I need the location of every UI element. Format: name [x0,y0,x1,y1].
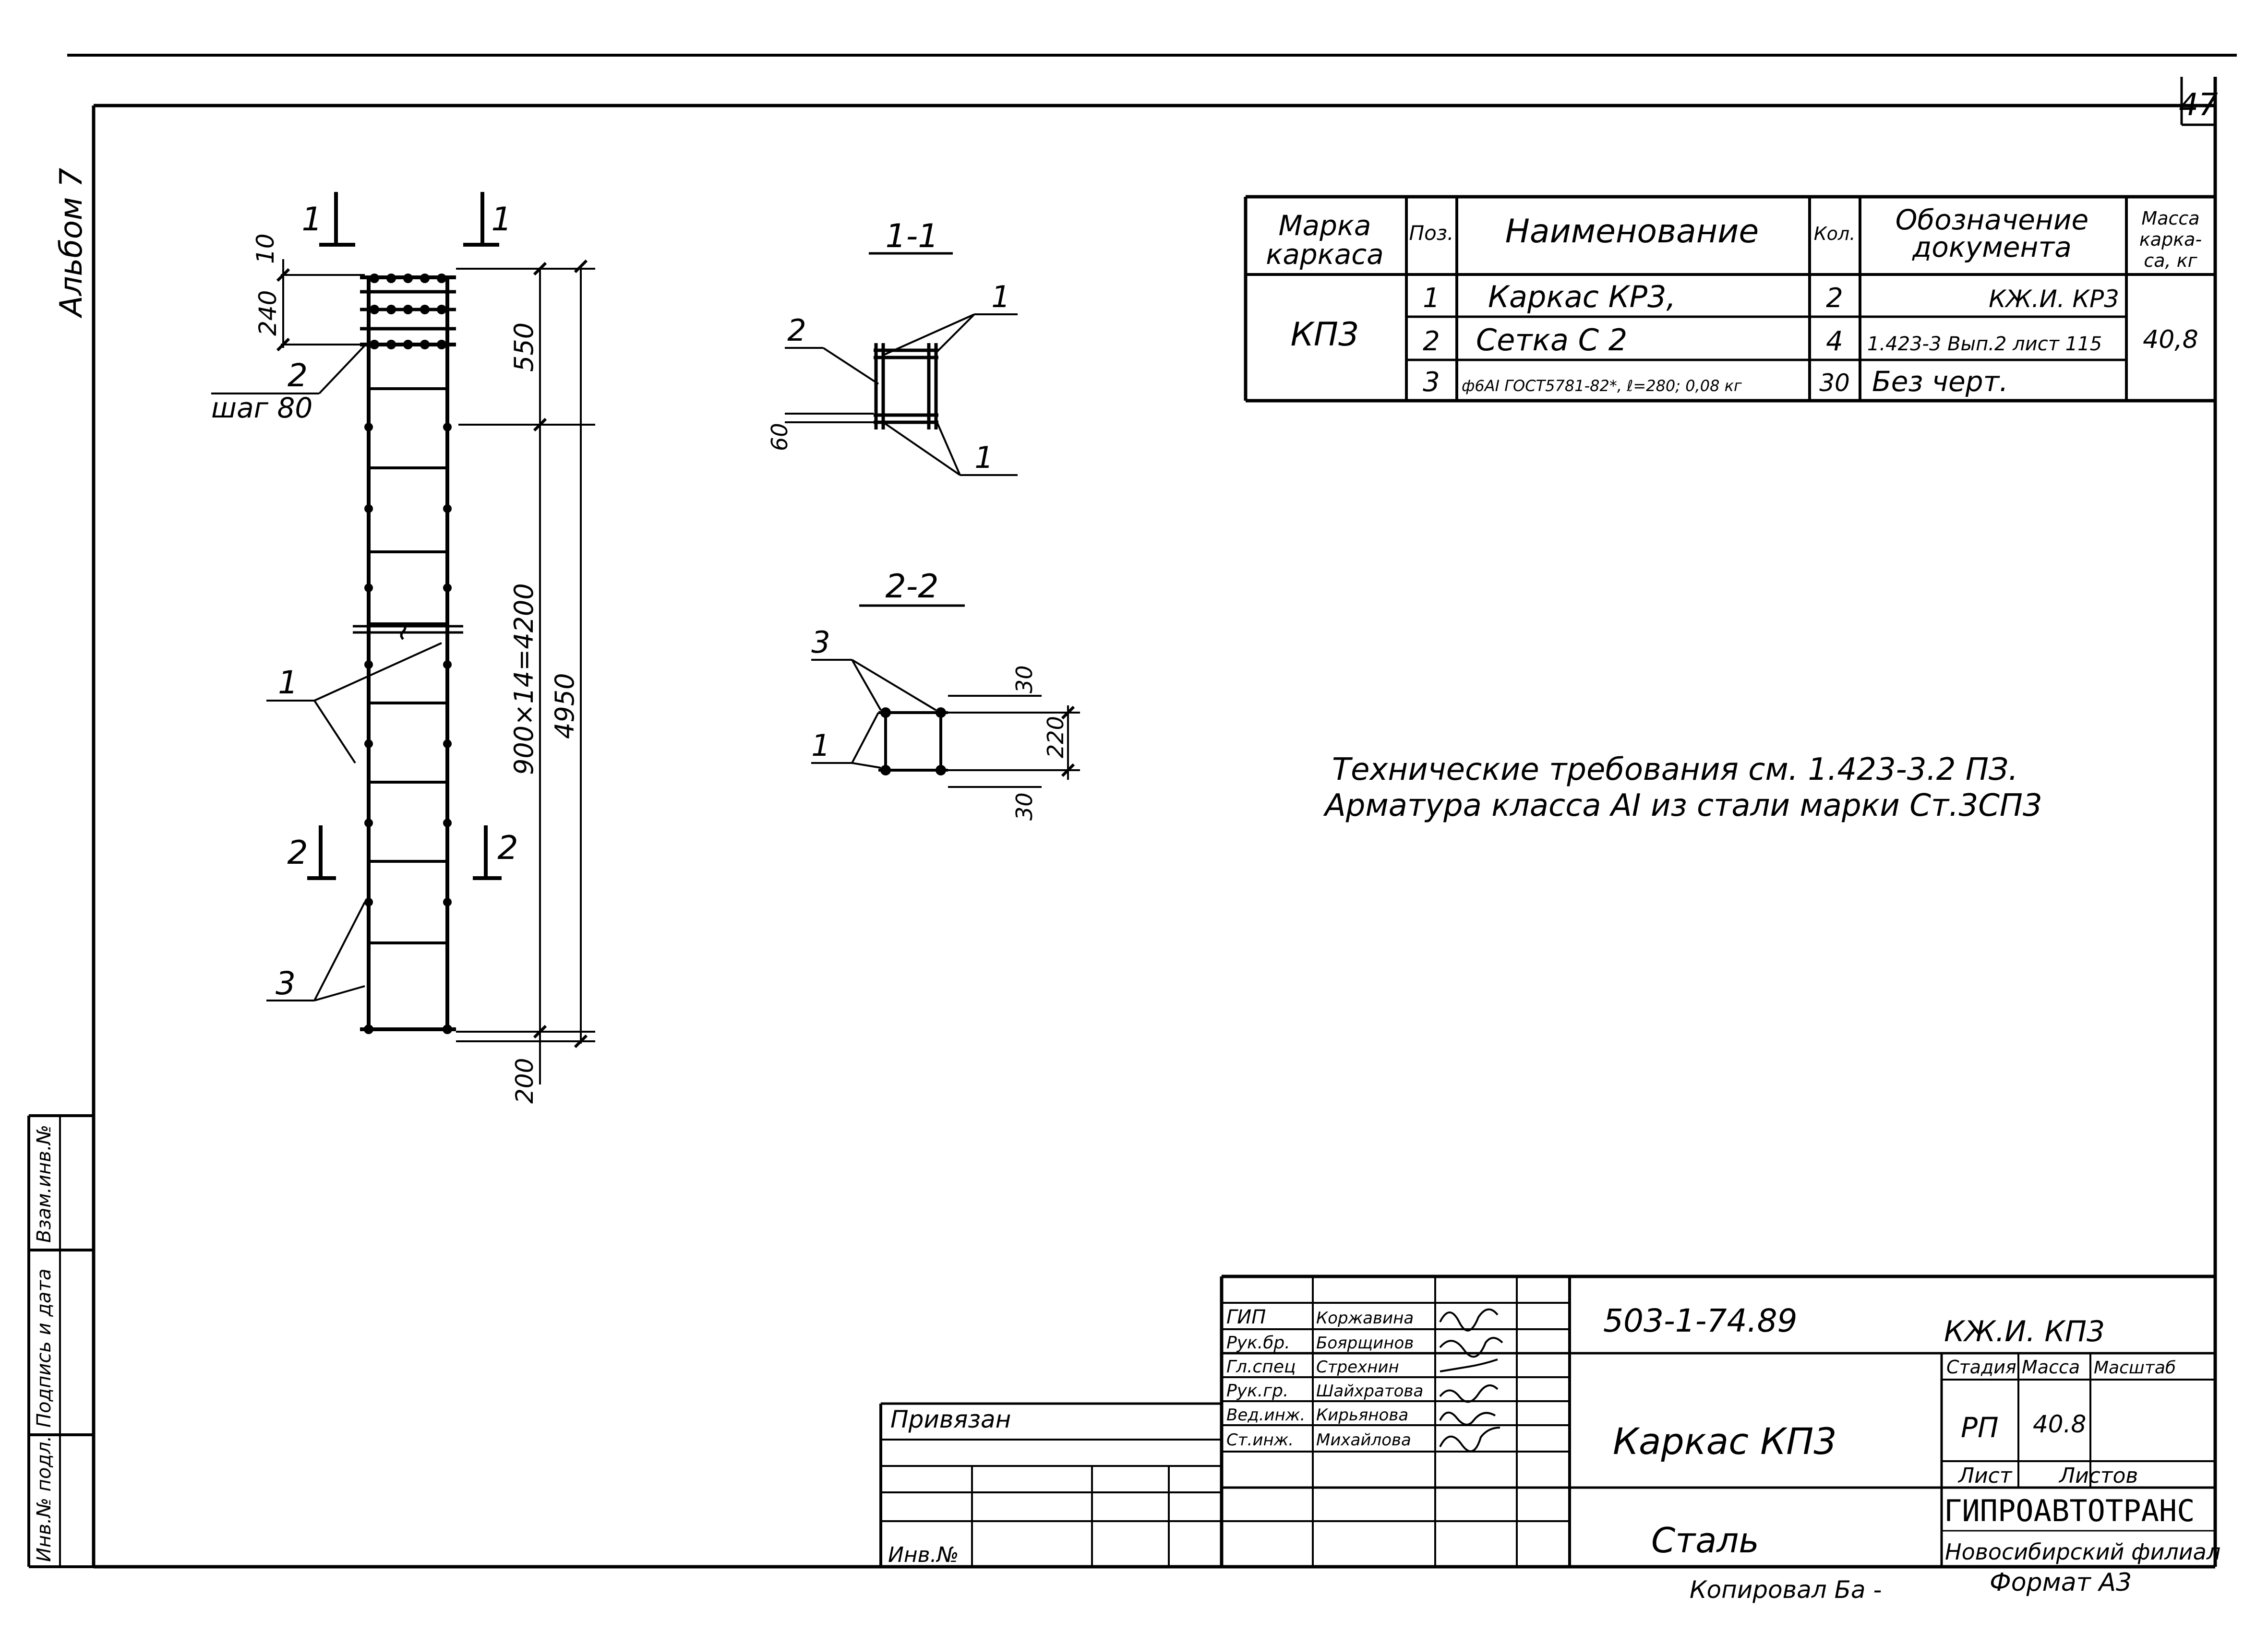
stage-label: Стадия [1946,1357,2016,1378]
row3-name: ф6АI ГОСТ5781-82*, ℓ=280; 0,08 кг [1462,377,1742,395]
dim-10: 10 [252,233,279,264]
section-1-1-label-1b: 1 [974,440,993,475]
section-2-2-dim-30b: 30 [1011,792,1037,821]
material: Сталь [1651,1520,1759,1561]
doc-code: 503-1-74.89 [1603,1302,1798,1339]
sig-role-0: ГИП [1226,1306,1266,1328]
mass-label: Масса [2022,1357,2080,1378]
format-note: Формат А3 [1990,1568,2132,1597]
spec-table [1244,195,2215,403]
th-mass-2: карка- [2139,229,2202,250]
dim-240: 240 [254,290,282,336]
mesh-dots [370,274,446,349]
section-2-2 [811,604,1080,788]
section-1-1-label-2: 2 [787,313,806,348]
sig-role-2: Гл.спец [1226,1357,1296,1377]
section-1-mark-right: 1 [491,201,512,238]
stage-value: РП [1961,1411,1999,1444]
cell-frame-mark: КП3 [1291,316,1359,354]
row3-doc: Без черт. [1872,365,2008,398]
section-2-mark-right: 2 [497,829,518,867]
th-doc-2: документа [1912,231,2072,263]
binding-block [879,1402,1222,1567]
binding-label: Привязан [890,1406,1011,1433]
section-2-2-label-1: 1 [811,728,830,763]
left-strip [27,1114,94,1568]
binding-inv: Инв.№ [888,1543,959,1567]
dim-550: 550 [509,322,539,372]
section-1-mark-left: 1 [301,201,322,238]
leader-pos2: 2 [288,357,308,394]
sig-name-5: Михайлова [1316,1430,1411,1450]
row3-pos: 3 [1423,367,1440,398]
row2-name: Сетка С 2 [1476,322,1627,357]
strip-replace-inv: Взам.инв.№ [33,1125,55,1243]
sig-name-1: Боярщинов [1316,1334,1414,1353]
sig-name-2: Стрехнин [1316,1358,1399,1377]
frame-elevation [211,192,595,1084]
th-mass-1: Масса [2141,208,2199,229]
sig-name-4: Кирьянова [1316,1406,1408,1425]
th-mark-2: каркаса [1266,238,1383,271]
section-2-2-title: 2-2 [885,568,938,606]
leader-pitch: шаг 80 [211,392,312,424]
section-1-1 [785,252,1018,476]
row2-pos: 2 [1423,326,1440,357]
dim-4950: 4950 [550,673,580,739]
sheet-label: Лист [1957,1464,2013,1488]
org-name: ГИПРОАВТОТРАНС [1944,1493,2195,1528]
strip-signature-date: Подпись и дата [33,1269,55,1428]
dim-200: 200 [511,1058,539,1104]
th-qty: Кол. [1814,223,1856,244]
row2-doc: 1.423-3 Вып.2 лист 115 [1867,333,2102,355]
leader-pos3: 3 [276,965,296,1002]
dim-900x14: 900×14=4200 [509,583,539,775]
scale-label: Масштаб [2094,1358,2176,1378]
row1-pos: 1 [1423,283,1440,314]
sheets-label: Листов [2058,1464,2138,1488]
section-2-2-label-3: 3 [811,625,830,660]
sig-role-5: Ст.инж. [1226,1430,1294,1450]
row3-qty: 30 [1819,369,1850,397]
branch-name: Новосибирский филиал [1945,1539,2220,1565]
row1-qty: 2 [1826,283,1843,314]
sig-name-0: Коржавина [1316,1309,1414,1328]
section-1-1-dim-60: 60 [767,423,792,451]
sig-role-1: Рук.бр. [1226,1333,1290,1353]
title-block [1220,1275,2215,1567]
cell-frame-mass: 40,8 [2143,325,2198,354]
sig-role-4: Вед.инж. [1226,1406,1305,1425]
sig-name-3: Шайхратова [1316,1382,1423,1401]
th-pos: Поз. [1409,221,1454,245]
row2-qty: 4 [1826,326,1843,357]
section-2-2-dim-30a: 30 [1011,665,1037,693]
section-2-2-dim-220: 220 [1043,716,1068,758]
note-line-2: Арматура класса АI из стали марки Ст.3СП… [1323,788,2042,823]
page-number: 47 [2179,87,2218,123]
th-doc-1: Обозначение [1896,203,2088,236]
strip-inv-podl: Инв.№ подл. [33,1436,55,1562]
mass-value: 40.8 [2033,1410,2086,1438]
section-1-1-title: 1-1 [885,217,938,255]
note-line-1: Технические требования см. 1.423-3.2 ПЗ. [1332,752,2018,787]
th-mark-1: Марка [1279,209,1371,242]
sig-role-3: Рук.гр. [1226,1381,1288,1401]
item-name: Каркас КП3 [1613,1420,1837,1463]
doc-mark: КЖ.И. КП3 [1944,1315,2105,1348]
th-name: Наименование [1505,213,1759,250]
row1-doc: КЖ.И. КР3 [1989,285,2119,313]
leader-pos1: 1 [278,664,298,701]
signature-scribbles [1439,1308,1503,1453]
th-mass-3: са, кг [2144,250,2197,271]
row1-name: Каркас КР3, [1488,279,1676,314]
album-label: Альбом 7 [54,167,89,319]
copied-note: Копировал Ба - [1690,1576,1882,1604]
section-2-mark-left: 2 [287,834,308,872]
section-1-1-label-1a: 1 [991,279,1010,314]
sheet-frame [92,77,2217,1569]
